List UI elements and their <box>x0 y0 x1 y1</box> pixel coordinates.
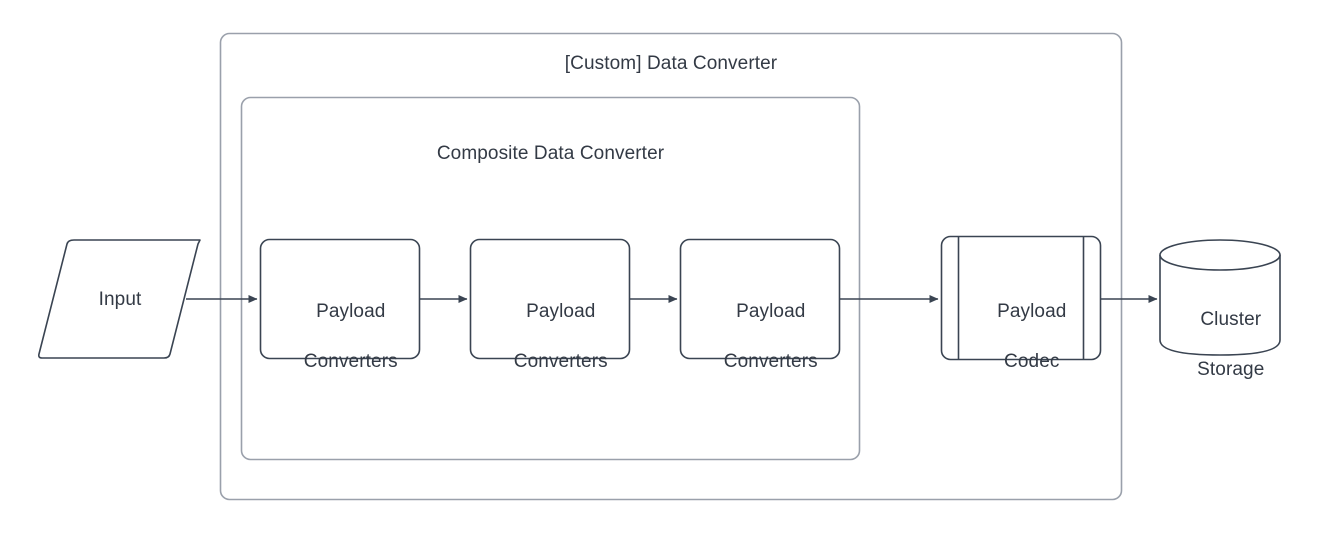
node-payload-converters-3-shape[interactable] <box>679 238 841 360</box>
node-payload-converters-2-label-line1: Payload <box>526 301 596 322</box>
container-custom-data-converter-title: [Custom] Data Converter <box>564 53 778 74</box>
node-payload-converters-2-shape[interactable] <box>469 238 631 360</box>
container-composite-data-converter[interactable] <box>240 96 861 461</box>
node-payload-converters-2-label: Payload Converters <box>470 274 630 399</box>
node-payload-codec-label-line2: Codec <box>1004 351 1060 372</box>
node-payload-codec-label: Payload Codec <box>958 274 1084 399</box>
node-payload-converters-2-label-line2: Converters <box>513 351 608 372</box>
node-payload-converters-1-shape[interactable] <box>259 238 421 360</box>
node-payload-converters-3-label-line2: Converters <box>723 351 818 372</box>
node-payload-codec-label-line1: Payload <box>997 301 1067 322</box>
node-cluster-storage-shape[interactable] <box>1159 239 1281 356</box>
node-payload-converters-1-label-line1: Payload <box>316 301 386 322</box>
node-cluster-storage-label: Cluster Storage <box>1160 282 1280 407</box>
node-input-label: Input <box>98 289 142 310</box>
node-cluster-storage-label-line2: Storage <box>1197 359 1265 380</box>
node-payload-converters-1-label-line2: Converters <box>303 351 398 372</box>
container-composite-data-converter-title: Composite Data Converter <box>436 143 665 164</box>
node-input-shape[interactable] <box>38 239 201 359</box>
node-cluster-storage-label-line1: Cluster <box>1200 309 1262 330</box>
node-payload-converters-3-label: Payload Converters <box>680 274 840 399</box>
container-custom-data-converter[interactable] <box>219 32 1123 501</box>
node-payload-converters-3-label-line1: Payload <box>736 301 806 322</box>
node-payload-codec-shape[interactable] <box>940 235 1102 361</box>
node-payload-converters-1-label: Payload Converters <box>260 274 420 399</box>
